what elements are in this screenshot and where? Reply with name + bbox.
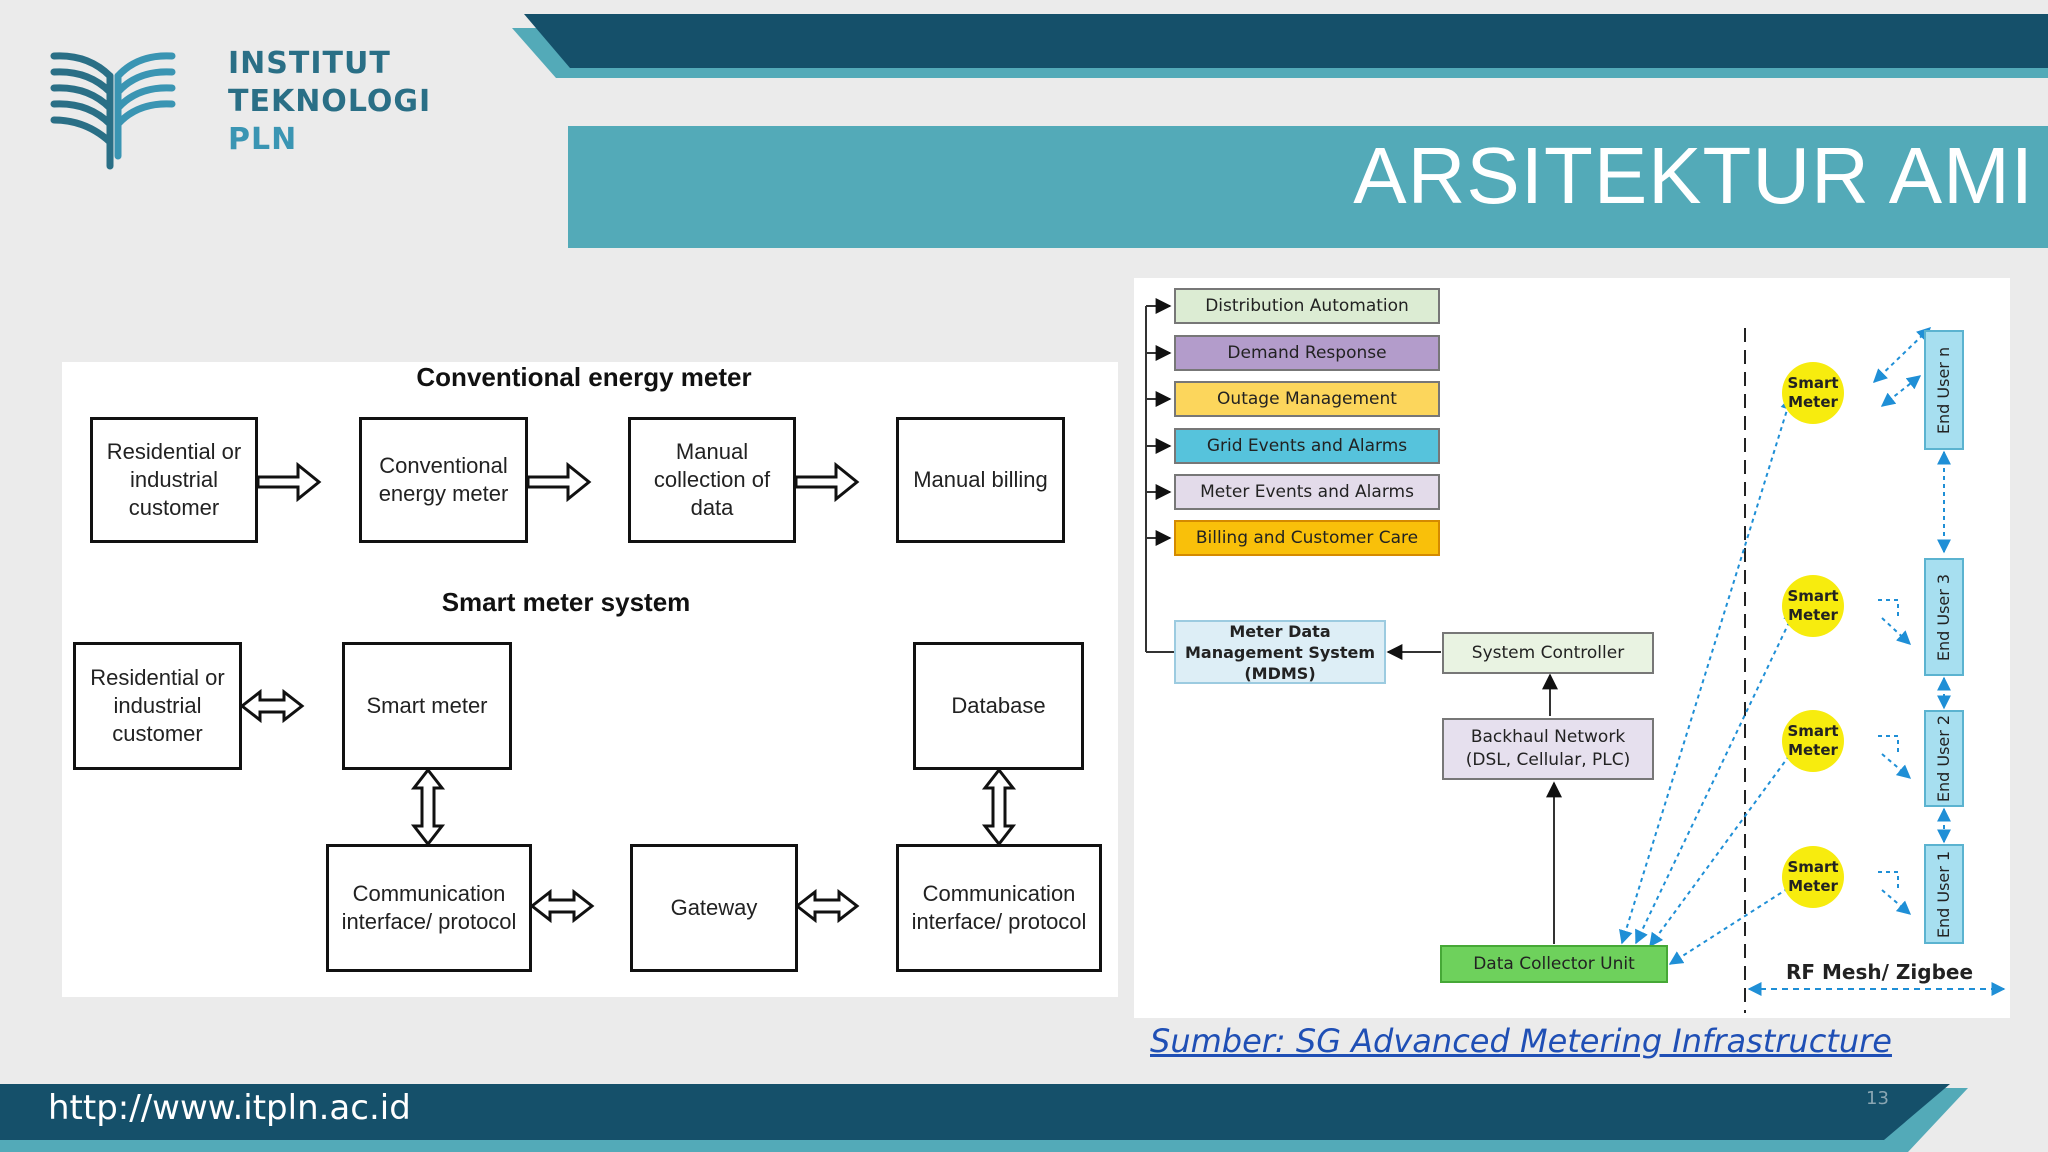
database-label: Database xyxy=(951,693,1046,718)
app-billing-label: Billing and Customer Care xyxy=(1195,527,1419,548)
manual-collection-box: Manual collection of data xyxy=(628,417,796,543)
meter-n-to-user-link-a xyxy=(1872,327,1932,383)
logo-emblem-icon xyxy=(50,52,176,170)
end-user-n-label: End User n xyxy=(1934,346,1954,434)
conv-meter-box: Conventional energy meter xyxy=(359,417,528,543)
database-box: Database xyxy=(913,642,1084,770)
conv-customer-box: Residential or industrial customer xyxy=(90,417,258,543)
comm-interface-left-box: Communication interface/ protocol xyxy=(326,844,532,972)
smart-heading: Smart meter system xyxy=(441,587,691,617)
gateway-label: Gateway xyxy=(670,895,758,920)
institution-logo: INSTITUT TEKNOLOGI PLN xyxy=(48,46,430,176)
gateway-box: Gateway xyxy=(630,844,798,972)
meter-n-to-user-link-b xyxy=(1880,375,1922,407)
arrow-comm-gateway xyxy=(529,888,595,924)
ami-connectors xyxy=(1145,298,2006,1013)
slide-title: ARSITEKTUR AMI xyxy=(1353,131,2034,220)
app-meter-events: Meter Events and Alarms xyxy=(1174,474,1440,510)
smart-meter-2: Smart Meter xyxy=(1782,710,1844,772)
backhaul-network-box: Backhaul Network (DSL, Cellular, PLC) xyxy=(1442,718,1654,780)
smart-meter-3: Smart Meter xyxy=(1782,575,1844,637)
mdms-label: Meter Data Management System (MDMS) xyxy=(1185,621,1375,683)
title-band xyxy=(568,126,2048,248)
app-grid-events-label: Grid Events and Alarms xyxy=(1206,435,1408,456)
footer-dark-band xyxy=(0,1084,1950,1140)
app-outage-management-label: Outage Management xyxy=(1217,388,1397,409)
mdms-box: Meter Data Management System (MDMS) xyxy=(1174,620,1386,684)
end-user-1-label: End User 1 xyxy=(1934,850,1954,938)
smart-meter-label: Smart meter xyxy=(366,693,488,718)
end-user-2-label: End User 2 xyxy=(1934,714,1954,803)
app-outage-management: Outage Management xyxy=(1174,381,1440,417)
arrow-meter-to-collection xyxy=(526,461,592,503)
meter-1-to-user-link xyxy=(1878,871,1910,914)
smart-customer-box: Residential or industrial customer xyxy=(73,642,242,770)
arrow-smartmeter-comm xyxy=(410,767,446,847)
app-distribution-automation: Distribution Automation xyxy=(1174,288,1440,324)
app-demand-response-label: Demand Response xyxy=(1227,342,1387,363)
app-billing: Billing and Customer Care xyxy=(1174,520,1440,556)
rf-link-meter-1 xyxy=(1668,881,1800,965)
smart-customer-label: Residential or industrial customer xyxy=(90,665,225,746)
backhaul-network-label: Backhaul Network (DSL, Cellular, PLC) xyxy=(1465,727,1631,770)
app-demand-response: Demand Response xyxy=(1174,335,1440,371)
smart-meter-1: Smart Meter xyxy=(1782,846,1844,908)
manual-billing-box: Manual billing xyxy=(896,417,1065,543)
rf-mesh-label: RF Mesh/ Zigbee xyxy=(1786,960,1974,984)
logo-text-line3: PLN xyxy=(228,122,298,157)
app-grid-events: Grid Events and Alarms xyxy=(1174,428,1440,464)
system-controller-box: System Controller xyxy=(1442,632,1654,674)
arrow-gateway-comm xyxy=(794,888,860,924)
comm-interface-left-label: Communication interface/ protocol xyxy=(341,881,517,934)
arrow-customer-to-meter xyxy=(256,461,322,503)
ami-architecture-diagram: Distribution Automation Demand Response … xyxy=(1134,278,2010,1018)
comm-interface-right-label: Communication interface/ protocol xyxy=(911,881,1087,934)
arrow-database-comm xyxy=(981,767,1017,847)
data-collector-box: Data Collector Unit xyxy=(1440,945,1668,983)
app-distribution-automation-label: Distribution Automation xyxy=(1205,295,1409,316)
data-collector-label: Data Collector Unit xyxy=(1473,953,1635,974)
smart-meter-box: Smart meter xyxy=(342,642,512,770)
end-user-3-label: End User 3 xyxy=(1934,573,1954,661)
logo-text-line2: TEKNOLOGI xyxy=(228,84,432,119)
arrow-collection-to-billing xyxy=(794,461,860,503)
meter-3-to-user-link xyxy=(1878,599,1910,644)
end-user-2-box: End User 2 xyxy=(1924,710,1964,807)
app-meter-events-label: Meter Events and Alarms xyxy=(1200,481,1414,502)
page-number: 13 xyxy=(1866,1088,1889,1109)
header-dark-band xyxy=(524,14,2048,68)
rf-link-meter-2 xyxy=(1649,743,1798,948)
manual-collection-label: Manual collection of data xyxy=(653,439,771,520)
comm-interface-right-box: Communication interface/ protocol xyxy=(896,844,1102,972)
arrow-customer-smartmeter xyxy=(239,688,305,724)
meter-2-to-user-link xyxy=(1878,735,1910,778)
rf-link-meter-3 xyxy=(1635,608,1796,945)
logo-text-line1: INSTITUT xyxy=(228,46,391,81)
system-controller-label: System Controller xyxy=(1471,642,1625,663)
footer-url[interactable]: http://www.itpln.ac.id xyxy=(48,1088,411,1128)
end-user-n-box: End User n xyxy=(1924,330,1964,450)
conventional-heading: Conventional energy meter xyxy=(416,362,752,392)
end-user-1-box: End User 1 xyxy=(1924,844,1964,944)
manual-billing-label: Manual billing xyxy=(913,467,1048,492)
end-user-3-box: End User 3 xyxy=(1924,558,1964,676)
conv-customer-label: Residential or industrial customer xyxy=(106,439,242,520)
source-link[interactable]: Sumber: SG Advanced Metering Infrastruct… xyxy=(1150,1022,1892,1060)
smart-meter-n: Smart Meter xyxy=(1782,362,1844,424)
conv-meter-label: Conventional energy meter xyxy=(378,453,509,506)
conventional-vs-smart-meter-diagram: Conventional energy meter Residential or… xyxy=(62,362,1118,997)
